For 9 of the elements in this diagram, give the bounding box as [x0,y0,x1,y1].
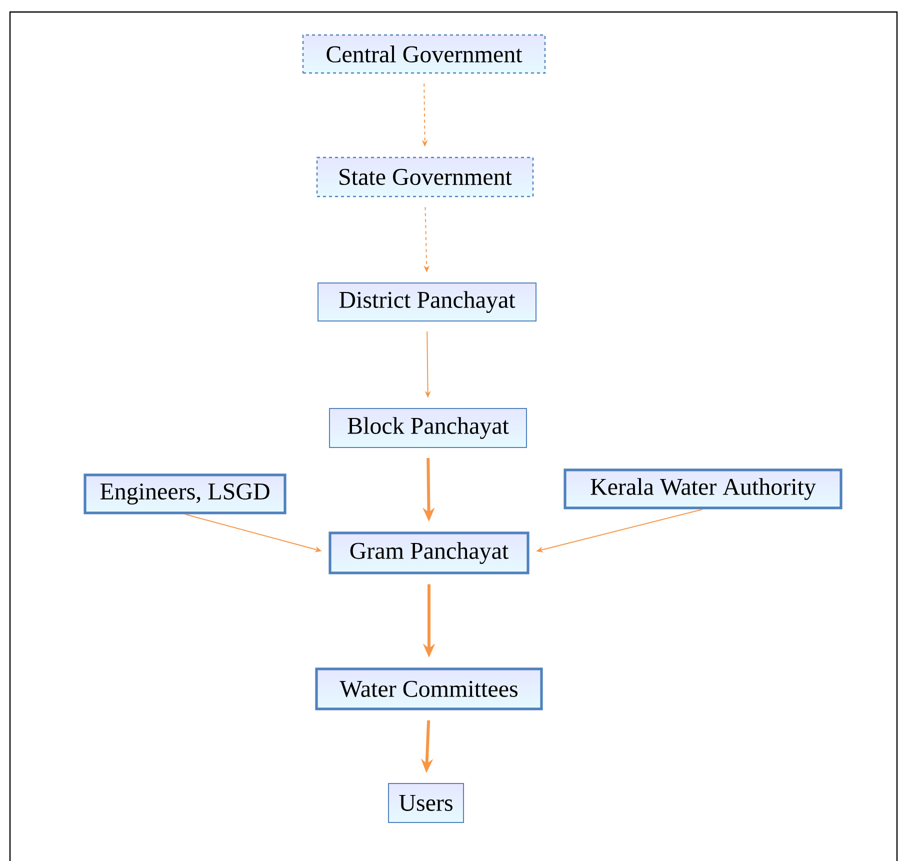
process-box: Water Committees [315,668,543,710]
process-box: Users [388,782,464,823]
process-box: Central Government [302,34,546,74]
process-box: Gram Panchayat [328,532,530,574]
process-box: District Panchayat [318,282,536,322]
process-box: State Government [316,156,534,198]
process-box: Engineers, LSGD [84,474,286,514]
process-box: Block Panchayat [329,408,527,448]
process-box: Kerala Water Authority [564,468,842,510]
